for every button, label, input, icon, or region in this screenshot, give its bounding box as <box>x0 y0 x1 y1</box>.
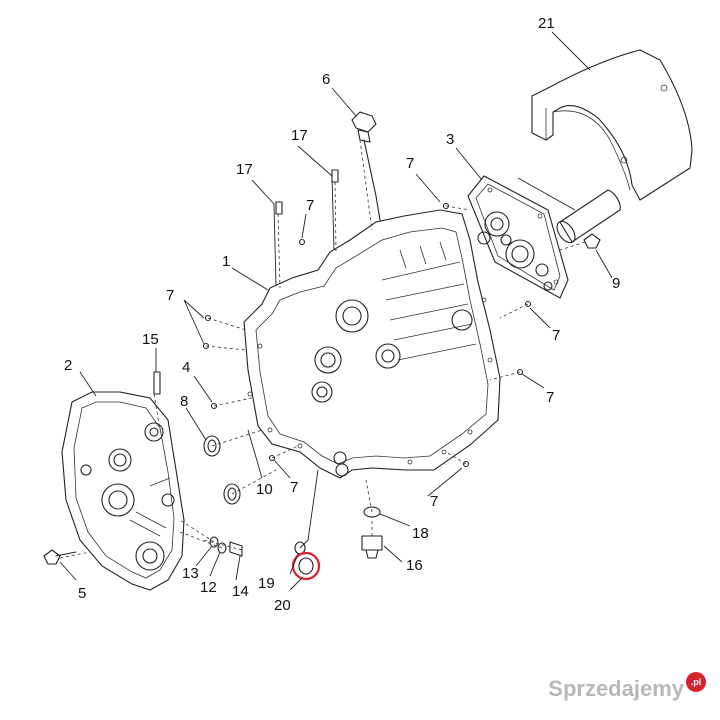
watermark: Sprzedajemy .pl <box>548 672 706 702</box>
main-housing <box>243 209 501 479</box>
left-cover <box>61 391 185 591</box>
callout-7-left: 7 <box>166 287 174 304</box>
callout-3: 3 <box>446 131 454 148</box>
plug-fourteen <box>229 541 243 557</box>
cover-shield <box>531 49 693 201</box>
callout-labels: 21 6 17 3 17 7 7 1 7 9 7 15 2 4 7 8 10 7… <box>64 15 620 614</box>
drain-plug <box>361 535 383 559</box>
callout-17-right: 17 <box>291 127 308 144</box>
bolt-nine <box>583 233 601 249</box>
washer-sixteen <box>363 506 381 518</box>
callout-4: 4 <box>182 359 190 376</box>
callout-17-left: 17 <box>236 161 253 178</box>
watermark-text: Sprzedajemy <box>548 676 684 701</box>
callout-18: 19 <box>258 575 275 592</box>
dipstick <box>351 111 381 221</box>
assembly-lines <box>59 139 586 559</box>
bolt-five <box>43 549 77 565</box>
callout-10: 10 <box>256 481 273 498</box>
callout-7-top: 7 <box>406 155 414 172</box>
callout-11: 12 <box>200 579 217 596</box>
dowel-pin-left <box>275 201 283 215</box>
callout-7-bottom-left: 7 <box>290 479 298 496</box>
callout-12: 13 <box>182 565 199 582</box>
callout-16: 18 <box>412 525 429 542</box>
callout-19: 20 <box>274 597 291 614</box>
leader-lines <box>59 31 613 591</box>
washer-twelve <box>209 536 219 548</box>
callout-7-bottom-right: 7 <box>430 493 438 510</box>
callout-15: 16 <box>406 557 423 574</box>
callout-6: 6 <box>322 71 330 88</box>
seal-ten <box>223 483 241 505</box>
bolt-thirteen <box>153 371 161 395</box>
dowel-pin-right <box>331 169 339 183</box>
callout-9: 9 <box>612 275 620 292</box>
ring-eleven <box>217 542 227 554</box>
callout-7-upper: 7 <box>306 197 314 214</box>
callout-5: 5 <box>78 585 86 602</box>
seal-eight <box>203 435 221 457</box>
callout-20: 21 <box>538 15 555 32</box>
callout-7-right-b: 7 <box>546 389 554 406</box>
tube <box>556 189 621 244</box>
watermark-badge: .pl <box>686 672 706 692</box>
side-plate <box>467 175 569 299</box>
callout-13: 15 <box>142 331 159 348</box>
callout-1: 1 <box>222 253 230 270</box>
bolts-seven <box>202 202 532 468</box>
callout-7-right-a: 7 <box>552 327 560 344</box>
callout-2: 2 <box>64 357 72 374</box>
callout-14: 14 <box>232 583 249 600</box>
callout-8: 8 <box>180 393 188 410</box>
